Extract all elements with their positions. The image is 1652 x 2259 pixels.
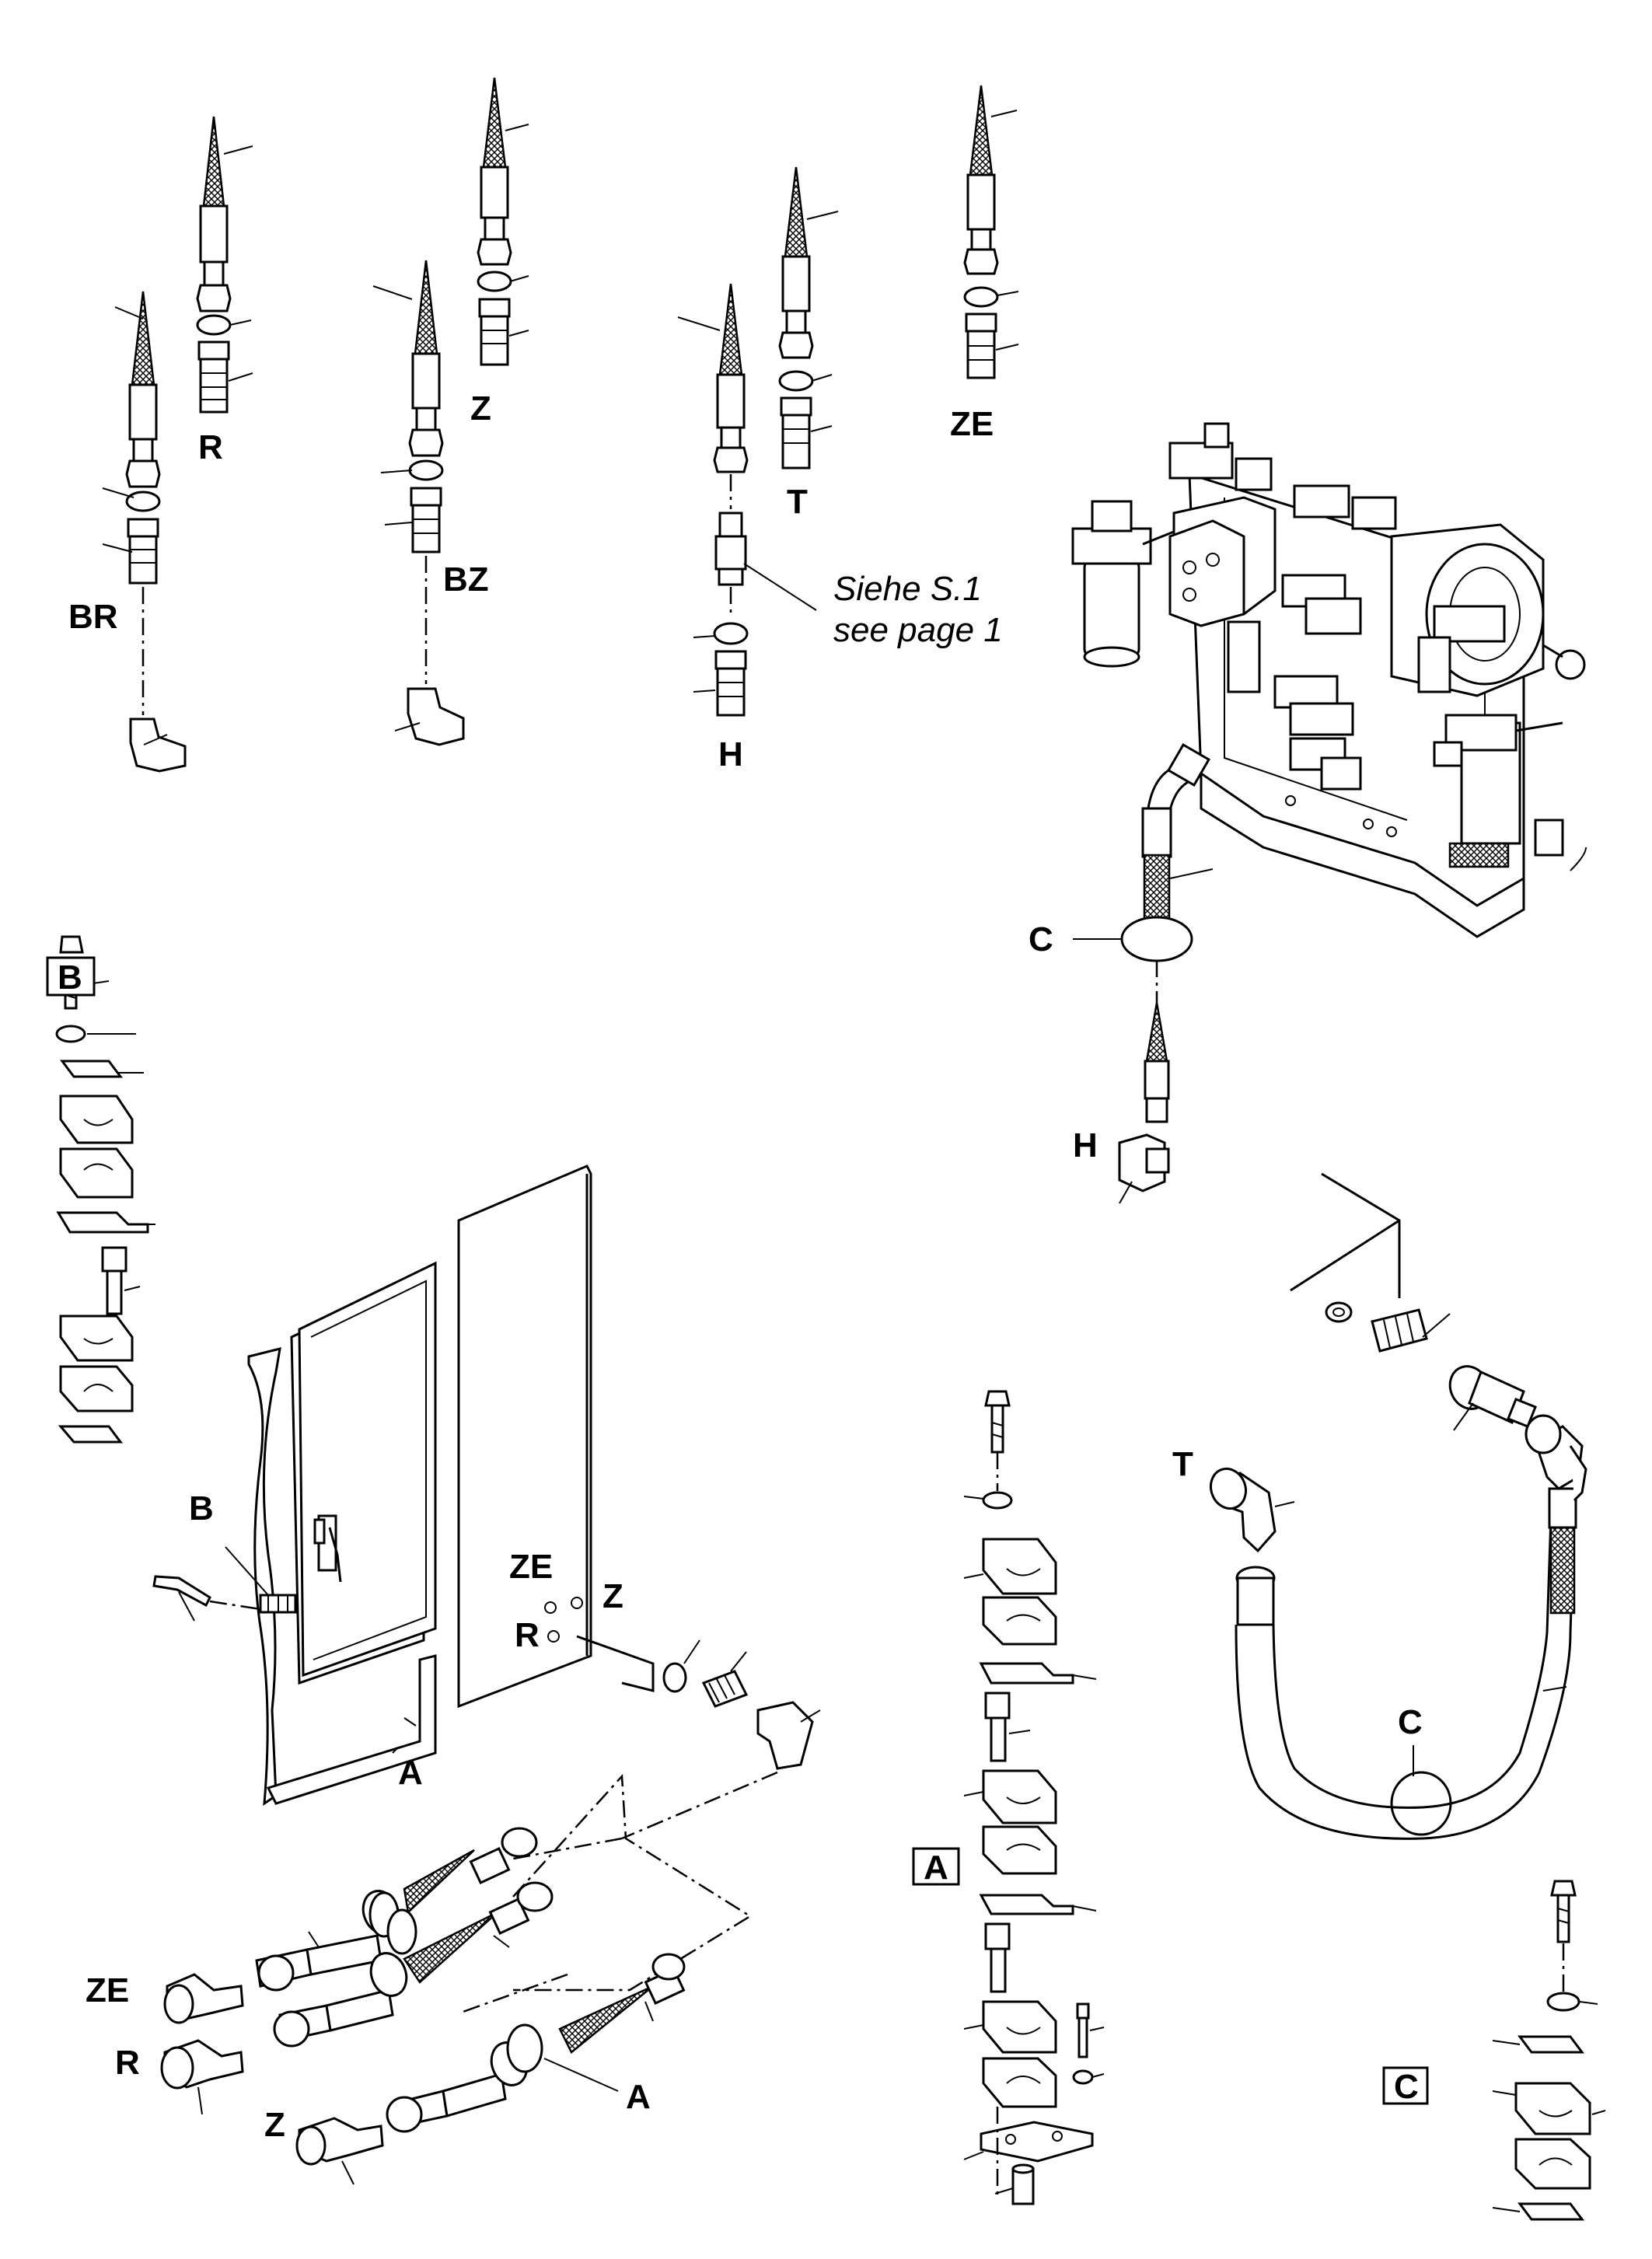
label-A-bottom: A — [626, 2078, 651, 2116]
label-ZE-panel: ZE — [509, 1548, 553, 1586]
hose-set-bottom-left — [160, 1771, 778, 2185]
siehe-text: Siehe S.1 — [833, 570, 982, 608]
label-T-right: T — [1172, 1445, 1193, 1483]
label-Z-panel: Z — [602, 1577, 623, 1615]
label-BR-top: BR — [68, 598, 118, 636]
label-R-panel: R — [515, 1616, 540, 1654]
hose-assembly-ZE — [963, 85, 1019, 379]
hose-C-lower — [1209, 1172, 1587, 1840]
clamp-assembly-A — [963, 1390, 1105, 2205]
hose-assembly-BZ — [372, 260, 465, 746]
label-ZE-bottom: ZE — [86, 1971, 129, 2009]
label-H-mid: H — [1073, 1126, 1098, 1164]
label-B-box — [46, 956, 96, 997]
label-ZE-top: ZE — [950, 405, 994, 443]
hose-assembly-R — [196, 116, 253, 414]
hose-assembly-H — [677, 283, 817, 717]
label-C-right: C — [1398, 1703, 1423, 1741]
label-A-box-text: A — [924, 1849, 948, 1887]
clamp-assembly-B — [55, 935, 155, 1444]
see-page-text: see page 1 — [833, 611, 1003, 649]
clamp-assembly-C — [1492, 1880, 1606, 2221]
hose-assembly-Z — [477, 77, 529, 366]
hose-assembly-T — [778, 166, 839, 470]
cabinet-assembly — [152, 1164, 821, 1806]
label-Z-bottom: Z — [264, 2106, 285, 2144]
label-R-top: R — [198, 428, 223, 466]
label-A-box — [912, 1847, 960, 1886]
label-B-box-text: B — [58, 958, 82, 997]
label-B-door: B — [189, 1489, 214, 1528]
hose-C-upper — [1073, 742, 1214, 1204]
label-A-panel: A — [398, 1754, 423, 1792]
label-C-box-text: C — [1394, 2068, 1419, 2106]
label-T-top: T — [787, 483, 808, 521]
label-R-bottom: R — [115, 2044, 140, 2082]
hose-assembly-BR — [102, 291, 187, 773]
label-H-top: H — [718, 735, 743, 773]
label-BZ-top: BZ — [443, 560, 489, 599]
label-C-box — [1382, 2066, 1429, 2105]
label-Z-top: Z — [470, 389, 491, 428]
hydraulic-unit — [1071, 422, 1587, 938]
label-C-mid: C — [1029, 920, 1053, 958]
